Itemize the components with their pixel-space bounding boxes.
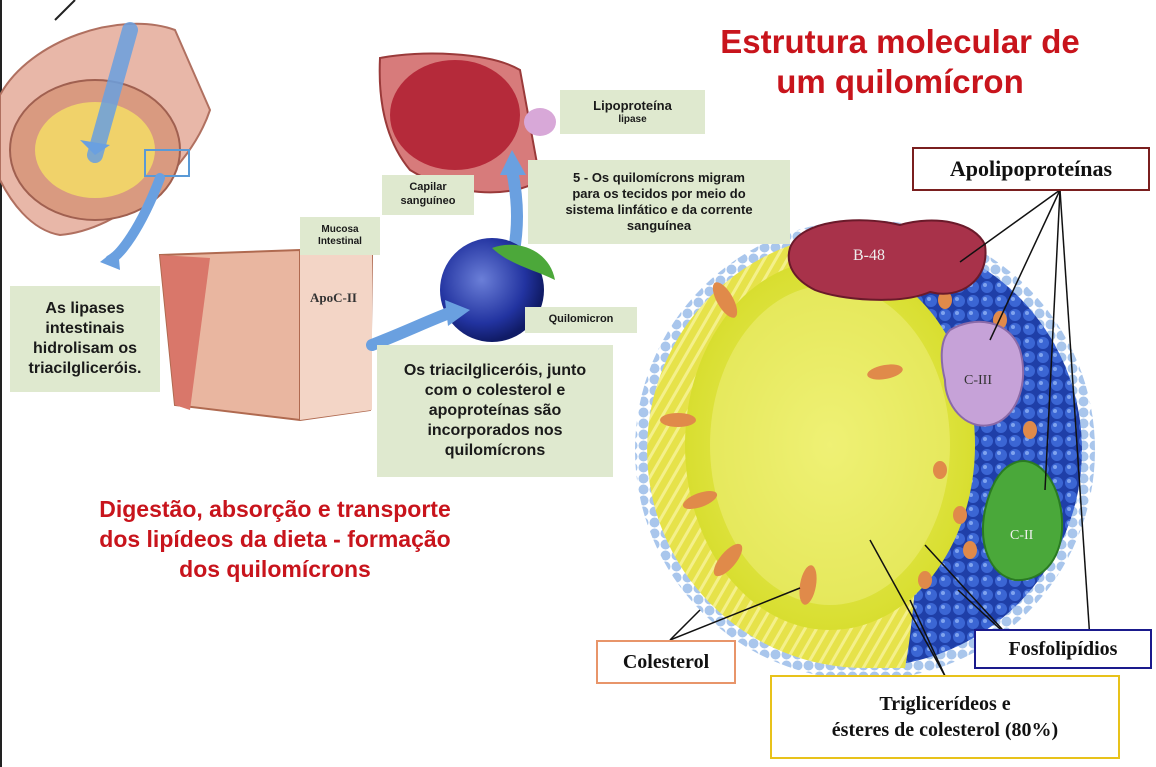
process-title-line3: dos quilomícrons <box>55 555 495 585</box>
label-capilar-line1: Capilar <box>409 181 446 195</box>
label-triacil: Os triacilgliceróis, junto com o coleste… <box>377 345 613 477</box>
label-capilar-line2: sanguíneo <box>400 195 455 209</box>
label-lipoproteina: Lipoproteína lipase <box>560 90 705 134</box>
label-triacil-line2: com o colesterol e <box>425 381 566 401</box>
label-quilomicron: Quilomicron <box>525 307 637 333</box>
label-lipases: As lipases intestinais hidrolisam os tri… <box>10 286 160 392</box>
label-apolipoproteinas: Apolipoproteínas <box>912 147 1150 191</box>
structure-title-line1: Estrutura molecular de <box>700 22 1100 62</box>
mucosa-block <box>160 250 372 420</box>
arrow-to-sphere <box>372 312 452 345</box>
label-c3: C-III <box>964 373 992 389</box>
label-colesterol: Colesterol <box>596 640 736 684</box>
label-migram-line1: 5 - Os quilomícrons migram <box>573 170 745 186</box>
label-fosfolipidios: Fosfolipídios <box>974 629 1152 669</box>
label-b48: B-48 <box>853 247 885 265</box>
label-lipases-line4: triacilgliceróis. <box>29 359 142 379</box>
label-triacil-line4: incorporados nos <box>427 421 562 441</box>
label-migram: 5 - Os quilomícrons migram para os tecid… <box>528 160 790 244</box>
label-lipoproteina-line2: lipase <box>618 114 646 127</box>
intestine-tube <box>0 0 210 235</box>
label-triglicerideos-line2: ésteres de colesterol (80%) <box>832 717 1058 743</box>
label-mucosa: Mucosa Intestinal <box>300 217 380 255</box>
process-title-line1: Digestão, absorção e transporte <box>55 495 495 525</box>
label-migram-line3: sistema linfático e da corrente <box>565 202 752 218</box>
label-lipoproteina-line1: Lipoproteína <box>593 98 672 114</box>
chylomicron-structure <box>635 220 1095 680</box>
process-title-line2: dos lipídeos da dieta - formação <box>55 525 495 555</box>
label-capilar: Capilar sanguíneo <box>382 175 474 215</box>
label-triacil-line5: quilomícrons <box>445 441 545 461</box>
label-lipases-line3: hidrolisam os <box>33 339 137 359</box>
structure-title: Estrutura molecular de um quilomícron <box>700 22 1100 101</box>
structure-title-line2: um quilomícron <box>700 62 1100 102</box>
label-triglicerideos: Triglicerídeos e ésteres de colesterol (… <box>770 675 1120 759</box>
label-triglicerideos-line1: Triglicerídeos e <box>879 691 1010 717</box>
process-title: Digestão, absorção e transporte dos lipí… <box>55 495 495 585</box>
label-mucosa-line1: Mucosa <box>321 224 358 237</box>
label-quilomicron-text: Quilomicron <box>549 313 614 327</box>
apo-b48-shape <box>789 220 986 300</box>
label-mucosa-line2: Intestinal <box>318 236 362 249</box>
label-migram-line4: sanguínea <box>627 218 691 234</box>
label-apoc2: ApoC-II <box>310 290 357 306</box>
label-lipases-line1: As lipases <box>45 299 124 319</box>
label-migram-line2: para os tecidos por meio do <box>572 186 745 202</box>
label-triacil-line3: apoproteínas são <box>429 401 561 421</box>
label-triacil-line1: Os triacilgliceróis, junto <box>404 361 586 381</box>
label-lipases-line2: intestinais <box>45 319 124 339</box>
label-c2: C-II <box>1010 528 1033 544</box>
